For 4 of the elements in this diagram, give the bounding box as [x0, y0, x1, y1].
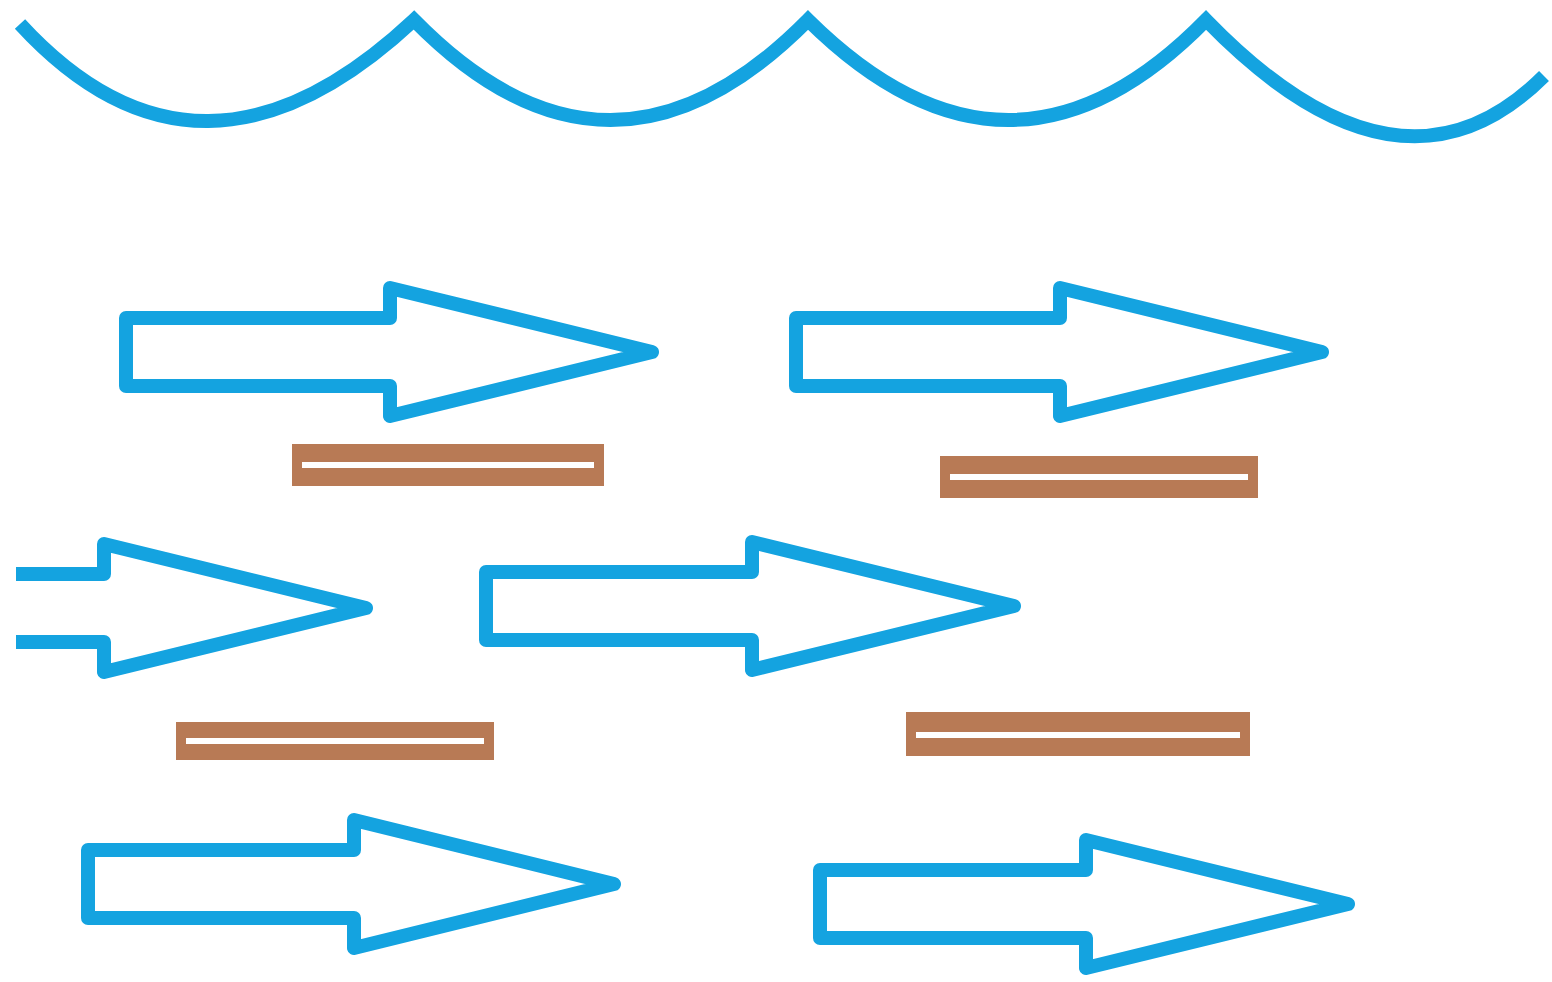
bar [906, 712, 1250, 756]
bar [940, 456, 1258, 498]
bar [176, 722, 494, 760]
bar [292, 444, 604, 486]
